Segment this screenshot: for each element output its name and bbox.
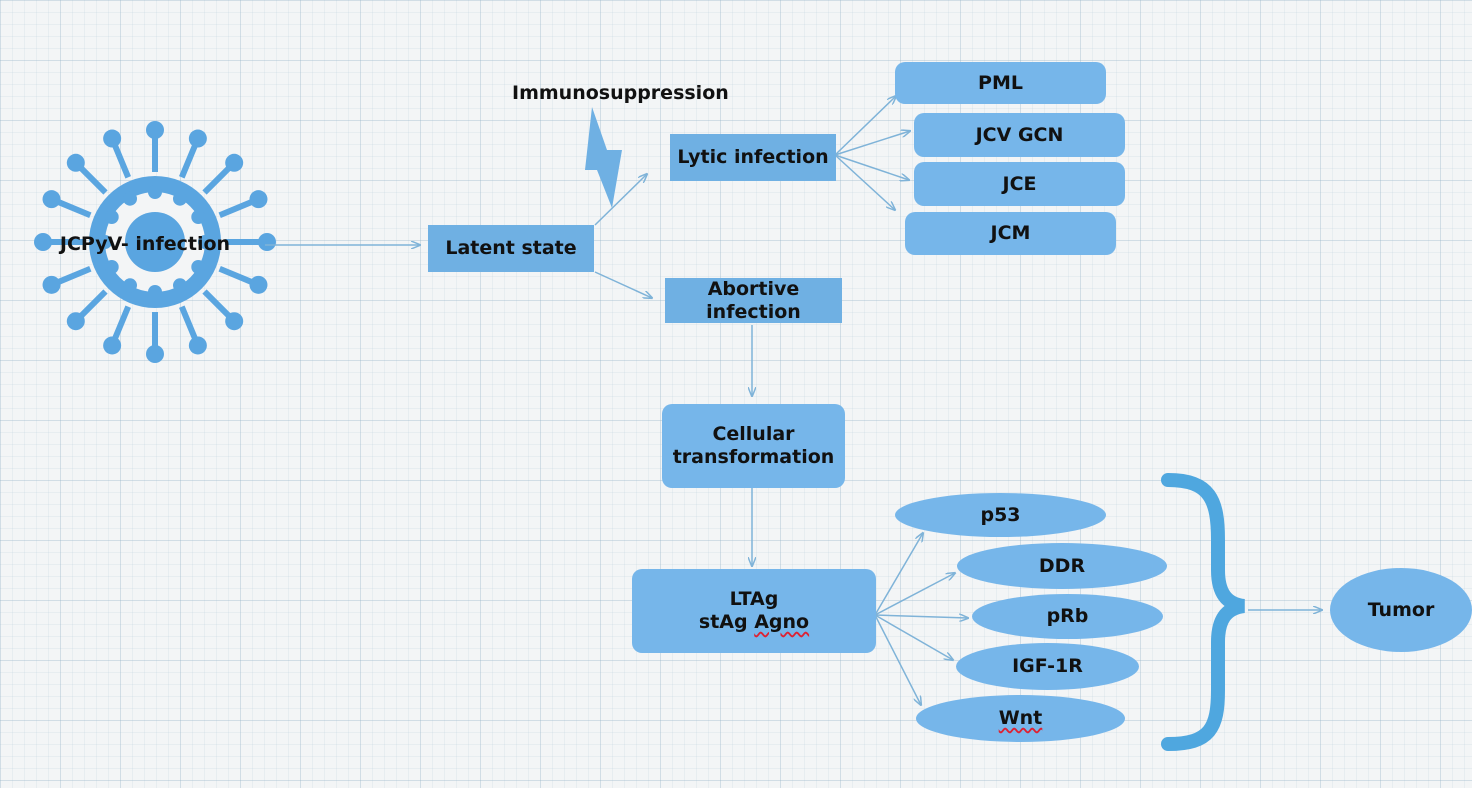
arrow-lytic-jcm [834,154,895,210]
arrow-antigens-ddr [874,573,955,616]
latent-state-node: Latent state [428,225,594,272]
virus-spike [76,163,108,195]
p53-text: p53 [980,503,1021,526]
virus-spike [76,289,108,321]
prb-text: pRb [1046,605,1089,628]
lytic-infection-node: Lytic infection [670,134,836,181]
virus-spike-knob [188,336,207,355]
igf-1r-text: IGF-1R [1012,655,1083,678]
virus-spike [110,141,131,179]
virus-spike-knob [258,233,276,251]
stag-agno-line: stAg Agno [699,611,809,634]
igf-1r-node: IGF-1R [956,643,1139,690]
jcv-gcn-node: JCV GCN [914,113,1125,157]
p53-node: p53 [895,493,1106,537]
arrow-lytic-gcn [834,131,910,156]
virus-spike-knob [66,312,85,331]
virus-inner-bump [104,260,119,274]
arrow-lytic-pml [834,96,896,156]
pml-text: PML [978,71,1023,94]
virus-spike-knob [225,312,244,331]
virus-inner-bump [198,235,212,249]
lightning-icon [585,107,622,208]
arrow-latent-lytic [594,174,647,226]
virus-inner-bump [173,278,187,293]
tumor-node: Tumor [1330,568,1472,652]
virus-spike-knob [249,275,268,294]
agno-text: Agno [754,611,810,633]
arrow-antigens-wnt [874,614,921,705]
virus-spike-knob [103,336,122,355]
abortive-infection-text: Abortive infection [706,277,801,323]
virus-inner-bump [148,185,162,199]
virus-spike [202,289,234,321]
arrow-antigens-p53 [874,533,923,616]
virus-spike [218,197,256,218]
arrow-antigens-igf [874,614,953,660]
virus-spike [179,305,200,343]
virus-inner-bump [173,191,187,206]
tumor-text: Tumor [1367,598,1435,621]
virus-spike [54,197,92,218]
jce-text: JCE [1002,172,1037,195]
virus-inner-bump [148,285,162,299]
lytic-infection-text: Lytic infection [677,146,829,169]
virus-icon [34,121,276,363]
virus-inner-bump [123,191,137,206]
virus-spike-knob [42,190,61,209]
virus-spike-knob [225,153,244,172]
virus-spike [179,141,200,179]
virus-spike [54,266,92,287]
virus-spike-knob [34,233,52,251]
cellular-transformation-text: Cellular transformation [672,423,835,468]
arrow-antigens-prb [874,615,968,618]
virus-spike [218,266,256,287]
virus-inner-bump [191,210,206,224]
abortive-infection-node: Abortive infection [665,278,842,323]
immunosuppression-label: Immunosuppression [512,82,729,104]
virus-spike-knob [103,129,122,148]
cellular-transformation-node: Cellular transformation [662,404,845,488]
arrow-latent-abortive [594,271,652,298]
wnt-node: Wnt [916,695,1125,742]
virus-inner-bump [191,260,206,274]
curly-brace [1161,473,1246,751]
virus-spike-knob [249,190,268,209]
ddr-node: DDR [957,543,1167,589]
wnt-text: Wnt [998,707,1043,730]
virus-spike-knob [188,129,207,148]
virus-spike-knob [42,275,61,294]
virus-spike-knob [66,153,85,172]
virus-inner-bump [123,278,137,293]
pml-node: PML [895,62,1106,104]
virus-spike-knob [146,345,164,363]
virus-spike-knob [146,121,164,139]
antigens-node: LTAg stAg Agno [632,569,876,653]
jcm-text: JCM [990,222,1031,245]
jcpyv-infection-label: JCPyV- infection [40,228,250,260]
ltag-text: LTAg [729,588,779,611]
virus-inner-bump [104,210,119,224]
jcm-node: JCM [905,212,1116,255]
virus-inner-bump [98,235,112,249]
virus-spike [202,163,234,195]
jcv-gcn-text: JCV GCN [975,123,1064,146]
jce-node: JCE [914,162,1125,206]
stag-text: stAg [698,611,748,633]
virus-spike [110,305,131,343]
jcpyv-infection-text: JCPyV- infection [59,232,231,255]
prb-node: pRb [972,594,1163,639]
virus-core [125,212,185,272]
latent-state-text: Latent state [445,237,577,260]
arrow-lytic-jce [834,154,909,180]
ddr-text: DDR [1038,554,1086,577]
